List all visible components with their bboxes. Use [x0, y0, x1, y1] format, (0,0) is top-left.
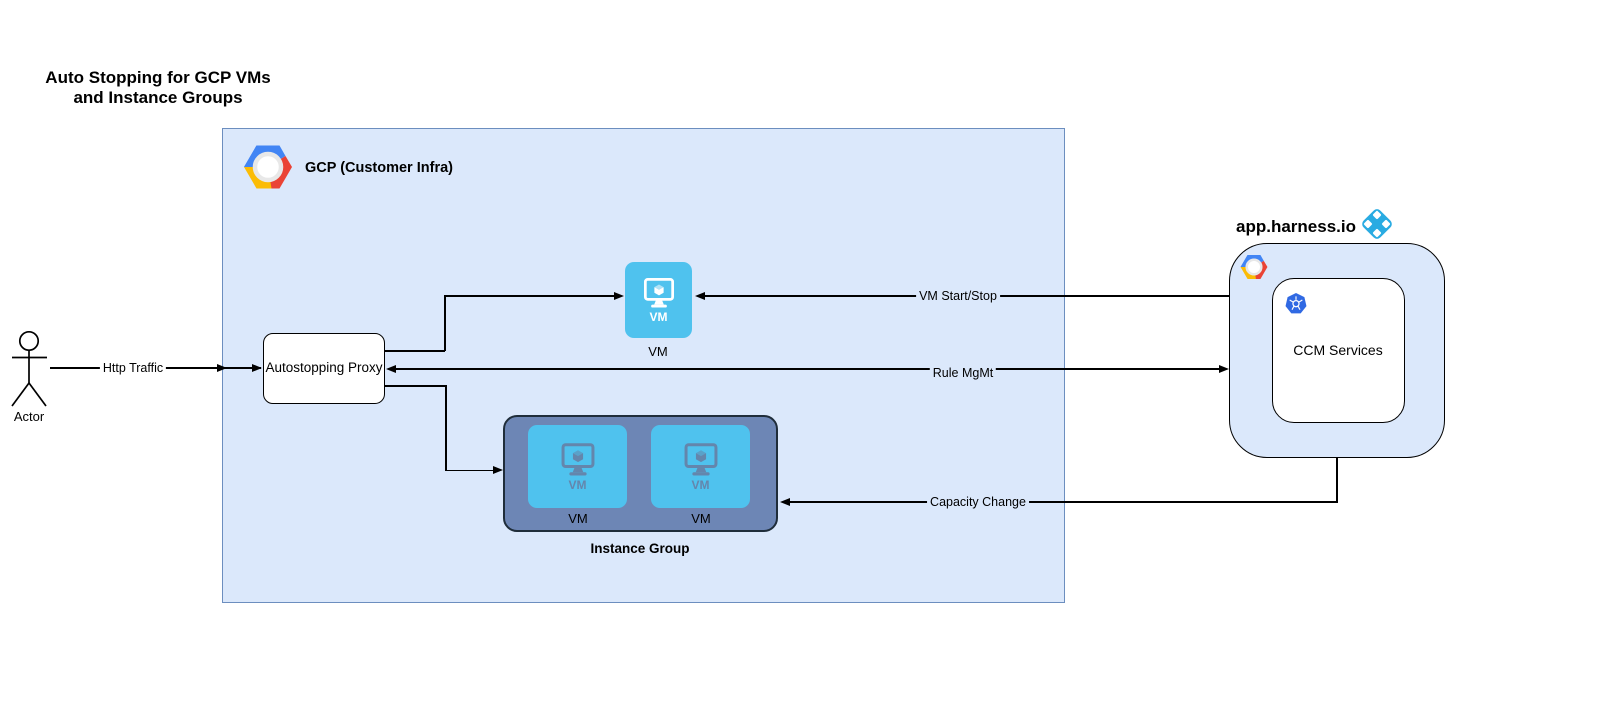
vm-tile-text: VM — [568, 478, 587, 492]
edge-label-capacity-change: Capacity Change — [927, 495, 1029, 509]
arrowhead-icon — [386, 364, 396, 373]
instance-group-vm-tile: VM — [651, 425, 750, 508]
edge-capacity-change — [1336, 457, 1338, 502]
autostopping-proxy-box: Autostopping Proxy — [263, 333, 385, 404]
arrowhead-icon — [695, 291, 705, 300]
edge-label-http-traffic: Http Traffic — [99, 361, 167, 375]
vm-tile-text: VM — [649, 310, 668, 324]
diagram-title: Auto Stopping for GCP VMs and Instance G… — [45, 68, 271, 108]
vm-tile: VM — [625, 262, 692, 338]
edge-proxy-to-vm — [444, 295, 446, 351]
arrowhead-icon — [252, 363, 262, 372]
instance-group-label: Instance Group — [590, 541, 690, 556]
gcp-box-label: GCP (Customer Infra) — [305, 160, 453, 176]
ccm-services-label: CCM Services — [1293, 342, 1383, 358]
kubernetes-icon — [1285, 293, 1307, 314]
edge-label-vm-start-stop: VM Start/Stop — [916, 289, 1000, 303]
arrowhead-icon — [493, 466, 503, 474]
arrowhead-icon — [614, 291, 624, 300]
actor-label: Actor — [13, 409, 45, 424]
edge-proxy-to-group — [445, 469, 493, 471]
actor-icon — [11, 330, 47, 407]
edge-proxy-to-vm — [444, 295, 614, 297]
edge-rule-mgmt — [396, 368, 1219, 370]
edge-label-rule-mgmt: Rule MgMt — [929, 366, 997, 380]
vm-monitor-icon — [643, 278, 674, 308]
harness-logo-icon — [1362, 209, 1392, 239]
vm-label: VM — [648, 344, 668, 359]
instance-group-vm-tile: VM — [528, 425, 627, 508]
arrowhead-icon — [217, 363, 227, 372]
edge-proxy-to-group — [445, 385, 447, 470]
harness-domain-label: app.harness.io — [1236, 217, 1356, 236]
autostopping-proxy-label: Autostopping Proxy — [265, 360, 383, 376]
vm-tile-text: VM — [691, 478, 710, 492]
vm-monitor-icon — [684, 443, 717, 476]
edge-capacity-change — [790, 501, 1338, 503]
instance-group-vm-label: VM — [568, 511, 588, 526]
edge-proxy-to-group — [385, 385, 446, 387]
vm-monitor-icon — [561, 443, 594, 476]
edge-proxy-to-vm — [385, 350, 445, 352]
arrowhead-icon — [1219, 364, 1229, 373]
arrowhead-icon — [780, 497, 790, 506]
gcp-logo-icon — [243, 142, 293, 192]
instance-group-vm-label: VM — [691, 511, 711, 526]
gcp-logo-icon — [1240, 253, 1268, 281]
